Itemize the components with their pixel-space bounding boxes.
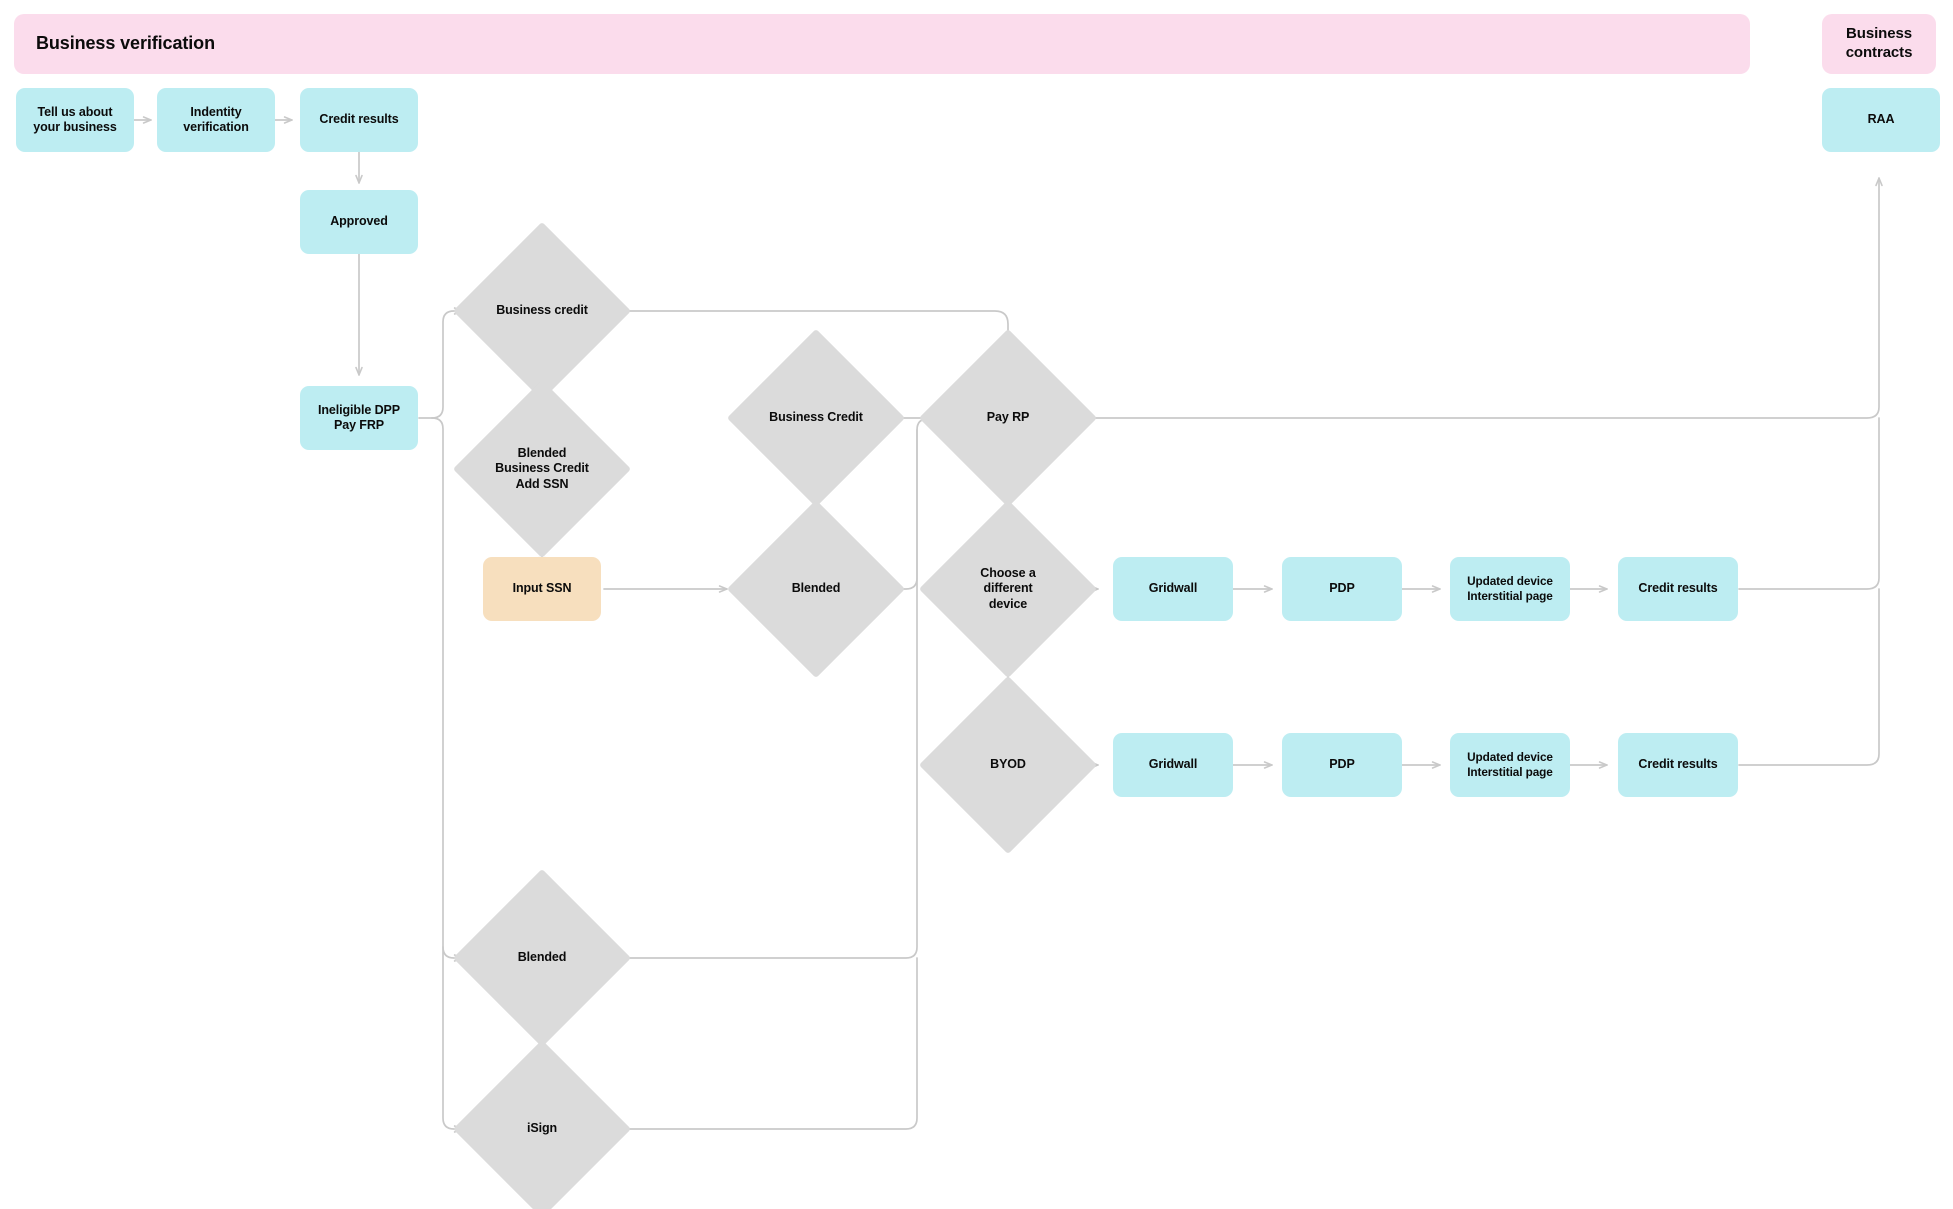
node-ineligible-dpp-pay-frp[interactable]: Ineligible DPP Pay FRP (300, 386, 418, 450)
node-gridwall-row2[interactable]: Gridwall (1113, 733, 1233, 797)
node-label: Ineligible DPP Pay FRP (318, 402, 400, 433)
node-input-ssn[interactable]: Input SSN (483, 557, 601, 621)
node-blended-bottom[interactable]: Blended (452, 868, 632, 1048)
node-label: Indentity verification (183, 104, 249, 135)
node-label: Business Credit (769, 410, 863, 425)
node-label: Blended (517, 950, 567, 965)
node-label: Input SSN (512, 581, 572, 596)
node-label: PDP (1329, 757, 1355, 772)
node-label: Updated device Interstitial page (1467, 574, 1553, 603)
node-label: Credit results (1638, 581, 1718, 596)
node-label: Pay RP (986, 410, 1030, 425)
edge-payrp-raa (1070, 177, 1883, 419)
node-label: Credit results (1638, 757, 1718, 772)
node-label: iSign (526, 1121, 558, 1136)
node-credit-results-row1[interactable]: Credit results (1618, 557, 1738, 621)
node-label: Business credit (496, 303, 588, 318)
node-business-credit-decision-2[interactable]: Business Credit (726, 328, 906, 508)
node-label: Approved (330, 214, 388, 229)
edge-ineligible-isign (442, 946, 463, 1133)
banner-title-text: Business verification (36, 33, 215, 53)
node-pay-rp[interactable]: Pay RP (918, 328, 1098, 508)
node-updated-device-interstitial-row2[interactable]: Updated device Interstitial page (1450, 733, 1570, 797)
node-pdp-row2[interactable]: PDP (1282, 733, 1402, 797)
edge-ineligible-businesscredit (431, 307, 463, 419)
node-blended-business-credit-add-ssn[interactable]: Blended Business Credit Add SSN (452, 379, 632, 559)
node-label: Tell us about your business (33, 104, 117, 135)
node-label: Blended (791, 581, 841, 596)
node-blended-mid[interactable]: Blended (726, 499, 906, 679)
node-byod[interactable]: BYOD (918, 675, 1098, 855)
node-pdp-row1[interactable]: PDP (1282, 557, 1402, 621)
node-updated-device-interstitial-row1[interactable]: Updated device Interstitial page (1450, 557, 1570, 621)
edge-blendedbottom-payrp (603, 429, 918, 959)
node-label: Gridwall (1148, 757, 1198, 772)
node-label: Updated device Interstitial page (1467, 750, 1553, 779)
banner-right-title-text: Business contracts (1845, 25, 1913, 61)
node-choose-a-different-device[interactable]: Choose a different device (918, 499, 1098, 679)
node-label: Credit results (319, 112, 399, 127)
edge-blendedmid-payrp (876, 414, 945, 590)
node-raa[interactable]: RAA (1822, 88, 1940, 152)
node-identity-verification[interactable]: Indentity verification (157, 88, 275, 152)
node-label: BYOD (990, 757, 1026, 772)
node-label: Gridwall (1148, 581, 1198, 596)
banner-business-contracts: Business contracts (1822, 14, 1936, 74)
edge-isign-payrp (603, 957, 918, 1130)
node-label: RAA (1867, 112, 1895, 127)
banner-business-verification: Business verification (14, 14, 1750, 74)
node-credit-results-top[interactable]: Credit results (300, 88, 418, 152)
node-approved[interactable]: Approved (300, 190, 418, 254)
edge-ineligible-blended-bottom (431, 417, 463, 962)
node-isign[interactable]: iSign (452, 1039, 632, 1209)
node-business-credit-decision-1[interactable]: Business credit (452, 221, 632, 401)
node-label: Blended Business Credit Add SSN (495, 445, 589, 491)
edge-credit2-raa (1738, 588, 1880, 766)
node-label: PDP (1329, 581, 1355, 596)
edge-credit1-raa (1738, 417, 1880, 590)
node-credit-results-row2[interactable]: Credit results (1618, 733, 1738, 797)
node-tell-us-about-your-business[interactable]: Tell us about your business (16, 88, 134, 152)
node-label: Choose a different device (980, 565, 1036, 611)
node-gridwall-row1[interactable]: Gridwall (1113, 557, 1233, 621)
